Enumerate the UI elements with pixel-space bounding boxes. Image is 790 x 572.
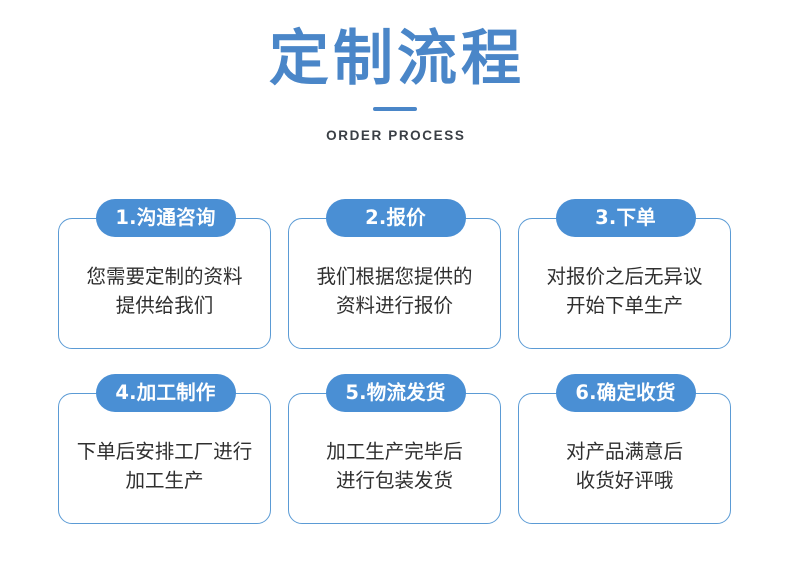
step-description-line-1: 您需要定制的资料: [86, 264, 243, 288]
step-description-line-2: 开始下单生产: [565, 293, 683, 317]
step-badge-4: 4.加工制作: [95, 374, 236, 412]
step-description-line-1: 对产品满意后: [565, 439, 683, 463]
step-badge-2: 2.报价: [325, 199, 466, 237]
step-badge-3: 3.下单: [555, 199, 696, 237]
steps-grid: 您需要定制的资料 提供给我们 1.沟通咨询 我们根据您提供的 资料进行报价 2.…: [58, 199, 733, 526]
step-badge-5: 5.物流发货: [325, 374, 466, 412]
step-description-line-1: 下单后安排工厂进行: [76, 439, 253, 463]
step-card-6: 对产品满意后 收货好评哦 6.确定收货: [518, 374, 733, 526]
page-title: 定制流程: [269, 24, 525, 94]
step-description-line-2: 加工生产: [125, 468, 204, 492]
step-card-frame: [58, 218, 271, 349]
step-card-text: 我们根据您提供的 资料进行报价: [288, 218, 501, 349]
step-description-line-1: 我们根据您提供的: [316, 264, 473, 288]
step-card-text: 加工生产完毕后 进行包装发货: [288, 393, 501, 524]
step-description-line-1: 加工生产完毕后: [326, 439, 463, 463]
step-description-line-2: 收货好评哦: [575, 468, 674, 492]
step-card-frame: [288, 218, 501, 349]
step-card-4: 下单后安排工厂进行 加工生产 4.加工制作: [58, 374, 273, 526]
step-card-1: 您需要定制的资料 提供给我们 1.沟通咨询: [58, 199, 273, 351]
step-card-frame: [288, 393, 501, 524]
step-card-frame: [58, 393, 271, 524]
step-card-frame: [518, 393, 731, 524]
step-card-3: 对报价之后无异议 开始下单生产 3.下单: [518, 199, 733, 351]
step-card-5: 加工生产完毕后 进行包装发货 5.物流发货: [288, 374, 503, 526]
step-badge-6: 6.确定收货: [555, 374, 696, 412]
step-card-text: 对产品满意后 收货好评哦: [518, 393, 731, 524]
step-description-line-2: 提供给我们: [115, 293, 214, 317]
step-description-line-2: 资料进行报价: [335, 293, 453, 317]
step-card-text: 下单后安排工厂进行 加工生产: [58, 393, 271, 524]
step-description-line-2: 进行包装发货: [335, 468, 453, 492]
step-description-line-1: 对报价之后无异议: [546, 264, 703, 288]
title-divider: [373, 107, 417, 112]
step-card-text: 您需要定制的资料 提供给我们: [58, 218, 271, 349]
header: 定制流程 ORDER PROCESS: [0, 0, 790, 143]
step-card-text: 对报价之后无异议 开始下单生产: [518, 218, 731, 349]
page-subtitle: ORDER PROCESS: [326, 128, 466, 144]
step-badge-1: 1.沟通咨询: [95, 199, 236, 237]
step-card-frame: [518, 218, 731, 349]
step-card-2: 我们根据您提供的 资料进行报价 2.报价: [288, 199, 503, 351]
